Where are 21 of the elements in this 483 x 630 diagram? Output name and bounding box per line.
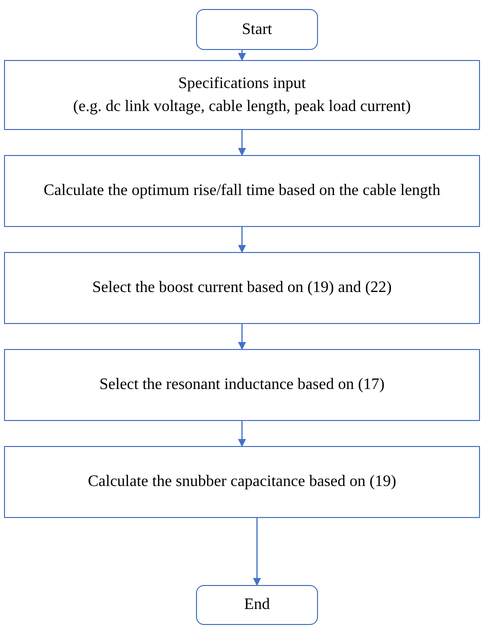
arrow [238,324,246,350]
arrow [238,130,246,156]
process-box [4,446,480,518]
box-text: Select the resonant inductance based on (17) [99,375,385,396]
arrow [238,421,246,447]
arrow [238,50,246,61]
process-box [4,252,480,324]
arrow [253,518,261,586]
terminal-box [196,585,318,625]
box-text: Select the boost current based on (19) and (22) [92,278,392,298]
process-box [4,349,480,421]
box-text: Start [242,20,272,40]
box-text: (e.g. dc link voltage, cable length, peak load current) [73,97,411,117]
process-box [4,60,480,130]
box-text: Specifications input [178,74,306,94]
box-text: Calculate the optimum rise/fall time based on the cable length [44,181,440,202]
box-text: Calculate the snubber capacitance based on (19) [88,472,396,492]
arrow [238,227,246,253]
terminal-box [196,9,318,50]
box-text: End [244,595,270,616]
process-box [4,155,480,227]
